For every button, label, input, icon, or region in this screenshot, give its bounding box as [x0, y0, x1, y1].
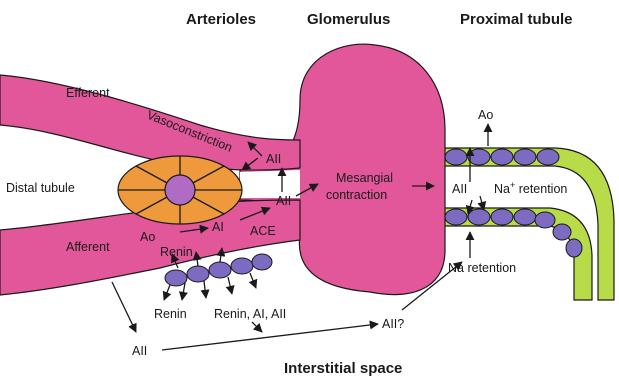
na-text: Na: [494, 182, 510, 196]
interstitial-arrow: [162, 324, 378, 350]
label-ai-afferent: AI: [212, 220, 224, 234]
label-efferent: Efferent: [66, 86, 110, 100]
label-ao-tubule: Ao: [478, 108, 493, 122]
tubule-cell: [514, 149, 536, 165]
label-all-tubule: AII: [452, 182, 467, 196]
label-mesangial: Mesangial: [336, 171, 393, 185]
label-na-plus-retention: Na+ retention: [494, 180, 567, 196]
tubule-cell: [445, 209, 467, 225]
macula-nucleus: [165, 175, 195, 205]
label-all-center: AII: [276, 194, 291, 208]
distal-tubule-macula: [118, 156, 242, 224]
tubule-cell: [537, 149, 559, 165]
tubule-cell: [566, 239, 582, 257]
tubule-cell: [491, 209, 513, 225]
label-na-retention: Na retention: [448, 261, 516, 275]
retention-text: retention: [515, 182, 567, 196]
tubule-cell: [468, 149, 490, 165]
label-all-efferent: AII: [266, 152, 281, 166]
afferent-down-arrow: [112, 282, 136, 332]
jg-cell: [165, 270, 187, 286]
label-renin-inside: Renin: [160, 245, 193, 259]
header-arterioles: Arterioles: [186, 11, 256, 28]
tubule-cell: [491, 149, 513, 165]
secretion-arrow: [182, 283, 185, 300]
jg-cell: [231, 258, 253, 274]
secretion-arrow: [250, 273, 256, 288]
tubule-cell: [553, 224, 571, 240]
label-ace: ACE: [250, 224, 276, 238]
label-ao-afferent: Ao: [140, 230, 155, 244]
tubule-cell: [514, 209, 536, 225]
tubule-cell: [468, 209, 490, 225]
tubule-cell: [535, 212, 555, 228]
header-interstitial-space: Interstitial space: [284, 360, 402, 377]
jg-cell: [209, 262, 231, 278]
secretion-arrow: [228, 277, 232, 294]
header-glomerulus: Glomerulus: [307, 11, 390, 28]
tubule-cell: [445, 149, 467, 165]
proximal-tubule: [438, 148, 614, 300]
label-afferent: Afferent: [66, 240, 110, 254]
tubule-cells-upper: [445, 149, 559, 165]
label-contraction: contraction: [326, 188, 387, 202]
header-proximal-tubule: Proximal tubule: [460, 11, 573, 28]
secretion-arrow: [164, 285, 170, 300]
secretion-arrow: [204, 281, 206, 298]
renin-all-arrow: [252, 322, 262, 332]
label-renin-ai-all: Renin, AI, AII: [214, 307, 286, 321]
label-distal-tubule: Distal tubule: [6, 181, 75, 195]
label-all-interstitial: AII: [132, 344, 147, 358]
label-renin-below: Renin: [154, 307, 187, 321]
label-all-question: AII?: [382, 317, 404, 331]
jg-cell: [252, 254, 272, 270]
jg-cell: [187, 266, 209, 282]
